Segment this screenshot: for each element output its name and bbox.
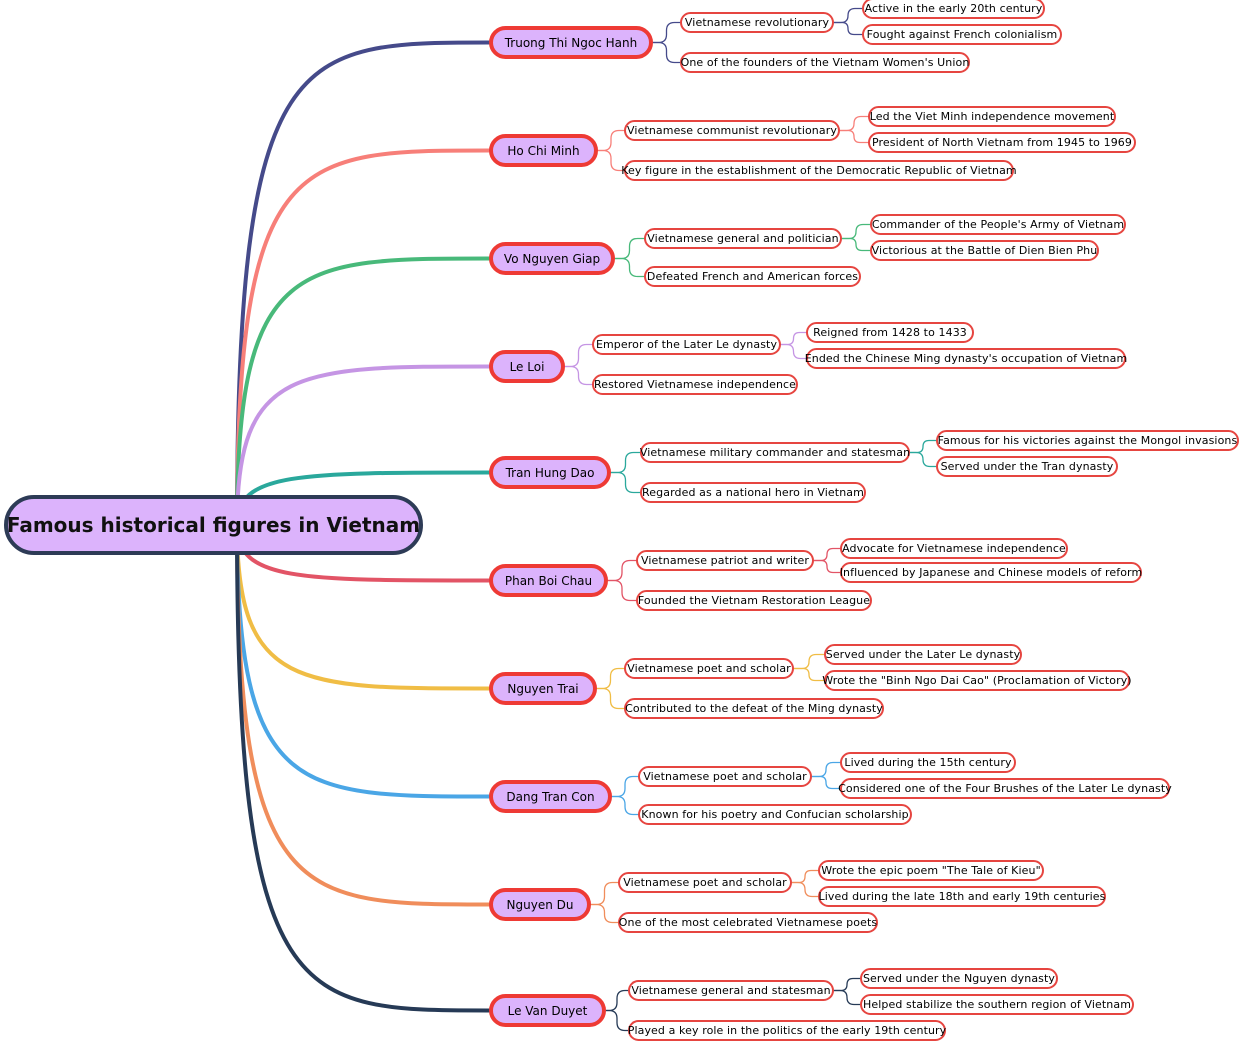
fact-line-4-2 [564, 365, 593, 386]
detail-node-8-2[interactable]: Considered one of the Four Brushes of th… [838, 778, 1172, 799]
fact-node-10-1[interactable]: Vietnamese general and statesman [628, 980, 834, 1001]
detail-node-2-2[interactable]: President of North Vietnam from 1945 to … [868, 132, 1136, 153]
figure-node-4[interactable]: Le Loi [489, 350, 565, 383]
fact-node-2-1[interactable]: Vietnamese communist revolutionary [624, 120, 840, 141]
figure-node-5[interactable]: Tran Hung Dao [489, 456, 611, 489]
branch-line-4 [235, 364, 491, 527]
fact-node-7-2[interactable]: Contributed to the defeat of the Ming dy… [624, 698, 884, 719]
detail-line-6-2 [813, 559, 841, 574]
detail-line-10-2 [833, 989, 861, 1006]
detail-node-4-2[interactable]: Ended the Chinese Ming dynasty's occupat… [805, 348, 1127, 369]
detail-line-10-1 [833, 977, 861, 992]
figure-node-6[interactable]: Phan Boi Chau [489, 564, 608, 597]
fact-node-4-1[interactable]: Emperor of the Later Le dynasty [592, 334, 781, 355]
detail-line-4-2 [780, 343, 807, 360]
fact-line-2-1 [597, 129, 625, 152]
fact-node-1-2[interactable]: One of the founders of the Vietnam Women… [680, 52, 970, 73]
detail-node-9-1[interactable]: Wrote the epic poem "The Tale of Kieu" [818, 860, 1044, 881]
branch-line-1 [235, 40, 491, 527]
fact-line-5-2 [610, 471, 641, 494]
fact-line-8-1 [611, 775, 639, 798]
figure-node-3[interactable]: Vo Nguyen Giap [489, 242, 615, 275]
fact-line-5-1 [610, 451, 641, 474]
fact-line-6-2 [607, 579, 637, 602]
branch-line-10 [235, 523, 491, 1013]
detail-node-5-2[interactable]: Served under the Tran dynasty [936, 456, 1118, 477]
fact-node-6-1[interactable]: Vietnamese patriot and writer [636, 550, 814, 571]
fact-line-7-1 [596, 667, 625, 690]
fact-line-7-2 [596, 687, 625, 710]
detail-node-3-2[interactable]: Victorious at the Battle of Dien Bien Ph… [870, 240, 1099, 261]
detail-node-9-2[interactable]: Lived during the late 18th and early 19t… [818, 886, 1106, 907]
detail-node-7-1[interactable]: Served under the Later Le dynasty [824, 644, 1022, 665]
detail-node-6-1[interactable]: Advocate for Vietnamese independence [840, 538, 1068, 559]
fact-node-5-1[interactable]: Vietnamese military commander and states… [640, 442, 910, 463]
detail-node-8-1[interactable]: Lived during the 15th century [840, 752, 1016, 773]
branch-line-8 [235, 523, 491, 799]
detail-line-6-1 [813, 547, 841, 562]
detail-line-7-1 [793, 653, 825, 670]
fact-node-7-1[interactable]: Vietnamese poet and scholar [624, 658, 794, 679]
detail-line-9-2 [791, 881, 819, 898]
fact-node-9-1[interactable]: Vietnamese poet and scholar [618, 872, 792, 893]
detail-line-1-1 [833, 7, 863, 24]
figure-node-2[interactable]: Ho Chi Minh [489, 134, 598, 167]
detail-line-3-2 [841, 237, 871, 252]
fact-line-3-2 [614, 257, 645, 278]
fact-line-3-1 [614, 237, 645, 260]
figure-node-8[interactable]: Dang Tran Con [489, 780, 612, 813]
fact-node-2-2[interactable]: Key figure in the establishment of the D… [621, 160, 1017, 181]
detail-line-7-2 [793, 667, 825, 682]
detail-node-5-1[interactable]: Famous for his victories against the Mon… [936, 430, 1239, 451]
detail-node-7-2[interactable]: Wrote the "Binh Ngo Dai Cao" (Proclamati… [822, 670, 1132, 691]
branch-line-2 [235, 148, 491, 527]
branch-line-7 [235, 523, 491, 691]
fact-node-4-2[interactable]: Restored Vietnamese independence [592, 374, 798, 395]
figure-node-10[interactable]: Le Van Duyet [489, 994, 606, 1027]
fact-line-4-1 [564, 343, 593, 368]
detail-node-3-1[interactable]: Commander of the People's Army of Vietna… [870, 214, 1126, 235]
fact-line-1-2 [652, 41, 681, 64]
detail-line-8-1 [811, 761, 841, 778]
detail-line-1-2 [833, 21, 863, 36]
fact-node-8-1[interactable]: Vietnamese poet and scholar [638, 766, 812, 787]
detail-line-2-1 [839, 115, 869, 132]
fact-node-1-1[interactable]: Vietnamese revolutionary [680, 12, 834, 33]
detail-node-10-2[interactable]: Helped stabilize the southern region of … [860, 994, 1134, 1015]
detail-line-5-2 [909, 451, 937, 468]
detail-line-9-1 [791, 869, 819, 884]
detail-node-1-1[interactable]: Active in the early 20th century [862, 0, 1045, 19]
detail-line-5-1 [909, 439, 937, 454]
fact-node-9-2[interactable]: One of the most celebrated Vietnamese po… [618, 912, 878, 933]
fact-node-6-2[interactable]: Founded the Vietnam Restoration League [636, 590, 872, 611]
fact-line-2-2 [597, 149, 625, 172]
figure-node-1[interactable]: Truong Thi Ngoc Hanh [489, 26, 653, 59]
detail-node-2-1[interactable]: Led the Viet Minh independence movement [868, 106, 1116, 127]
branch-line-3 [235, 256, 491, 527]
fact-line-10-2 [605, 1009, 629, 1032]
detail-line-4-1 [780, 331, 807, 346]
fact-line-9-1 [590, 881, 619, 906]
detail-node-6-2[interactable]: Influenced by Japanese and Chinese model… [840, 562, 1142, 583]
detail-node-1-2[interactable]: Fought against French colonialism [862, 24, 1062, 45]
fact-node-8-2[interactable]: Known for his poetry and Confucian schol… [638, 804, 912, 825]
fact-node-10-2[interactable]: Played a key role in the politics of the… [628, 1020, 946, 1041]
fact-node-3-1[interactable]: Vietnamese general and politician [644, 228, 842, 249]
detail-node-10-1[interactable]: Served under the Nguyen dynasty [860, 968, 1058, 989]
fact-line-9-2 [590, 903, 619, 924]
fact-line-1-1 [652, 21, 681, 44]
detail-node-4-1[interactable]: Reigned from 1428 to 1433 [806, 322, 974, 343]
fact-line-10-1 [605, 989, 629, 1012]
figure-node-7[interactable]: Nguyen Trai [489, 672, 597, 705]
detail-line-3-1 [841, 223, 871, 240]
figure-node-9[interactable]: Nguyen Du [489, 888, 591, 921]
root-topic[interactable]: Famous historical figures in Vietnam [4, 495, 423, 555]
detail-line-8-2 [811, 775, 841, 790]
fact-node-5-2[interactable]: Regarded as a national hero in Vietnam [640, 482, 866, 503]
fact-line-6-1 [607, 559, 637, 582]
detail-line-2-2 [839, 129, 869, 144]
fact-line-8-2 [611, 795, 639, 816]
fact-node-3-2[interactable]: Defeated French and American forces [644, 266, 861, 287]
